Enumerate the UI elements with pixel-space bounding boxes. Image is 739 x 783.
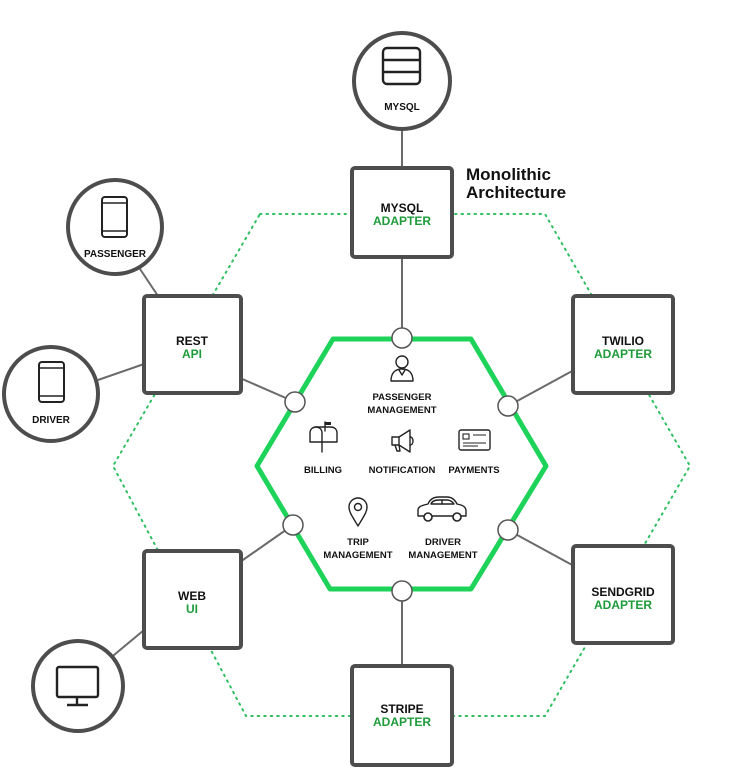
- module-payments-label: PAYMENTS: [448, 465, 499, 476]
- adapter-twilio-line1: TWILIO: [602, 334, 644, 348]
- client-passenger-label: PASSENGER: [84, 249, 147, 260]
- module-billing-label: BILLING: [304, 465, 342, 476]
- smartphone-icon: [101, 196, 128, 238]
- adapter-web-ui: WEB UI: [142, 549, 243, 650]
- adapter-stripe: STRIPE ADAPTER: [350, 664, 454, 767]
- adapter-twilio-line2: ADAPTER: [594, 347, 652, 361]
- adapter-mysql-line1: MYSQL: [381, 201, 424, 215]
- module-passenger-line2: MANAGEMENT: [367, 405, 436, 416]
- module-notification: NOTIFICATION: [369, 429, 436, 476]
- car-icon: [417, 496, 467, 522]
- megaphone-icon: [391, 429, 414, 453]
- module-billing: BILLING: [304, 421, 342, 476]
- adapter-twilio: TWILIO ADAPTER: [571, 294, 675, 395]
- adapter-rest-line2: API: [182, 347, 202, 361]
- adapter-sendgrid-line1: SENDGRID: [591, 585, 655, 599]
- client-driver-label: DRIVER: [32, 415, 71, 426]
- core-application-hexagon: [254, 336, 549, 592]
- module-driver-management: DRIVER MANAGEMENT: [408, 496, 478, 561]
- port-upper-right: [497, 395, 519, 417]
- hexagon-ports: [282, 327, 519, 602]
- adapter-rest-api: REST API: [142, 294, 243, 395]
- module-driver-line2: MANAGEMENT: [408, 550, 477, 561]
- client-passenger: PASSENGER: [66, 178, 164, 276]
- port-bottom: [391, 580, 413, 602]
- client-mysql: MYSQL: [352, 31, 452, 131]
- port-upper-left: [284, 391, 306, 413]
- adapter-rest-line1: REST: [176, 334, 209, 348]
- outer-boundary-dotted-hexagon: [111, 213, 692, 717]
- module-passenger-line1: PASSENGER: [373, 392, 432, 403]
- person-icon: [390, 355, 414, 382]
- port-lower-left: [282, 514, 304, 536]
- wire-driver-to-rest: [97, 363, 145, 381]
- adapter-web-line1: WEB: [178, 589, 206, 603]
- adapter-stripe-line2: ADAPTER: [373, 715, 431, 729]
- client-mysql-label: MYSQL: [384, 102, 420, 113]
- module-passenger-management: PASSENGER MANAGEMENT: [367, 355, 437, 416]
- module-trip-management: TRIP MANAGEMENT: [323, 497, 393, 561]
- wire-core-to-sendgrid: [507, 529, 575, 567]
- credit-card-icon: [458, 429, 491, 451]
- adapter-web-line2: UI: [186, 602, 198, 616]
- module-driver-line1: DRIVER: [425, 537, 461, 548]
- wire-passenger-to-rest: [137, 265, 159, 297]
- diagram-title-line2: Architecture: [466, 183, 566, 202]
- adapter-mysql-line2: ADAPTER: [373, 214, 431, 228]
- wire-core-to-web: [239, 524, 294, 563]
- wire-web-to-desktop: [107, 629, 145, 661]
- database-icon: [381, 46, 422, 86]
- adapter-sendgrid-line2: ADAPTER: [594, 598, 652, 612]
- module-trip-line1: TRIP: [347, 537, 369, 548]
- mailbox-icon: [309, 421, 338, 453]
- diagram-title-line1: Monolithic: [466, 165, 551, 184]
- map-pin-icon: [348, 497, 368, 527]
- client-web-desktop: [31, 639, 125, 733]
- smartphone-icon: [38, 361, 65, 403]
- module-notification-label: NOTIFICATION: [369, 465, 436, 476]
- client-driver: DRIVER: [2, 345, 100, 443]
- adapter-sendgrid: SENDGRID ADAPTER: [571, 544, 675, 645]
- monitor-icon: [55, 665, 100, 707]
- adapter-mysql: MYSQL ADAPTER: [350, 166, 454, 259]
- port-lower-right: [497, 519, 519, 541]
- module-trip-line2: MANAGEMENT: [323, 550, 392, 561]
- port-top: [391, 327, 413, 349]
- wire-core-to-twilio: [507, 369, 575, 407]
- adapter-stripe-line1: STRIPE: [380, 702, 423, 716]
- module-payments: PAYMENTS: [448, 429, 500, 476]
